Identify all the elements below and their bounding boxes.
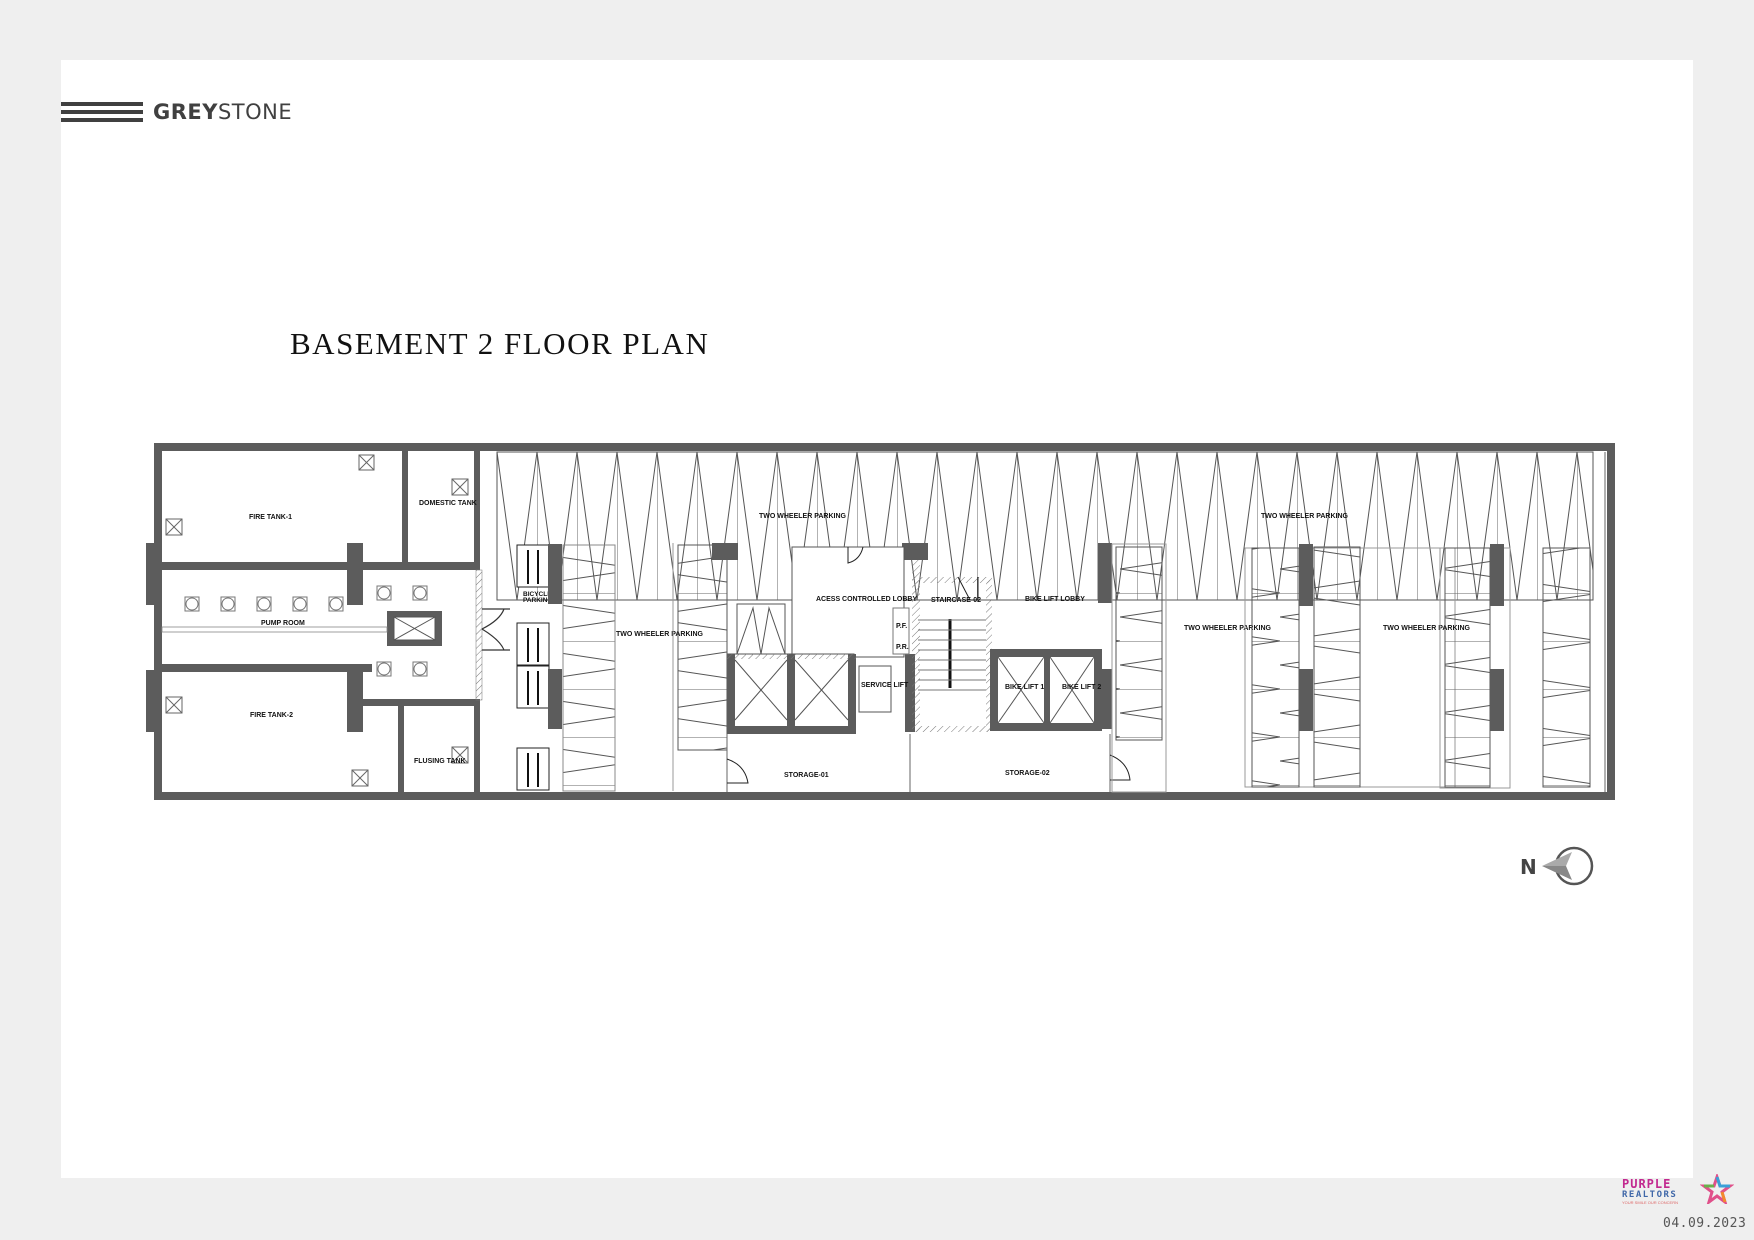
two-wheeler-bays-top [496,451,1594,601]
room-label-domestic-tank: DOMESTIC TANK [419,500,477,507]
brand-name: GREYSTONE [153,100,293,124]
north-arrow-icon [1542,846,1594,886]
logo-line-1: PURPLE [1622,1177,1672,1191]
room-label-two-wheeler-top-right: TWO WHEELER PARKING [1261,513,1349,520]
room-label-parking: PARKING [523,597,553,604]
room-label-fire-tank-2: FIRE TANK-2 [250,712,293,719]
room-label-pump-room: PUMP ROOM [261,620,305,627]
two-wheeler-bays-right-2 [1251,547,1300,788]
two-wheeler-bays-right-4 [1542,547,1591,788]
logo-tagline: YOUR SMILE OUR CONCERN [1622,1200,1679,1205]
room-label-service-lift: SERVICE LIFT [861,682,909,689]
two-wheeler-bays-left [562,544,616,792]
room-label-storage-01: STORAGE-01 [784,772,829,779]
room-label-fire-tank-1: FIRE TANK-1 [249,514,292,521]
page-title: BASEMENT 2 FLOOR PLAN [290,326,710,361]
outer-walls [146,443,1615,800]
room-label-two-wheeler-left: TWO WHEELER PARKING [616,631,704,638]
room-label-two-wheeler-mid: TWO WHEELER PARKING [1184,625,1272,632]
bicycle-racks [516,544,550,791]
room-label-two-wheeler-right: TWO WHEELER PARKING [1383,625,1471,632]
core [712,543,1131,792]
two-wheeler-bays-right-1 [1115,546,1163,741]
room-label-pr: P.R. [896,644,909,651]
room-label-staircase: STAIRCASE-02 [931,597,981,604]
room-label-bike-lift-lobby: BIKE LIFT LOBBY [1025,596,1085,603]
logo-line-2: REALTORS [1622,1190,1678,1200]
room-label-storage-02: STORAGE-02 [1005,770,1050,777]
room-label-bike-lift-2: BIKE LIFT 2 [1062,684,1101,691]
two-wheeler-bays-right-3 [1444,547,1491,788]
pump-icons [184,585,428,677]
brand-logo: GREYSTONE [61,100,292,124]
room-label-bike-lift-1: BIKE LIFT 1 [1005,684,1044,691]
room-label-pf: P.F. [896,623,907,630]
north-label: N [1520,855,1537,879]
room-label-bicycle: BICYCLE [523,591,552,598]
document-date: 04.09.2023 [1663,1216,1747,1231]
room-label-access-controlled-lobby: ACESS CONTROLLED LOBBY [816,596,917,603]
room-label-flushing-tank: FLUSING TANK [414,758,466,765]
purple-realtors-logo: PURPLE REALTORS YOUR SMILE OUR CONCERN [1622,1174,1734,1212]
star-logo-icon [1700,1174,1734,1204]
manhole-icons [165,454,469,787]
brand-stripes-icon [61,102,143,122]
room-label-two-wheeler-top-left: TWO WHEELER PARKING [759,513,847,520]
